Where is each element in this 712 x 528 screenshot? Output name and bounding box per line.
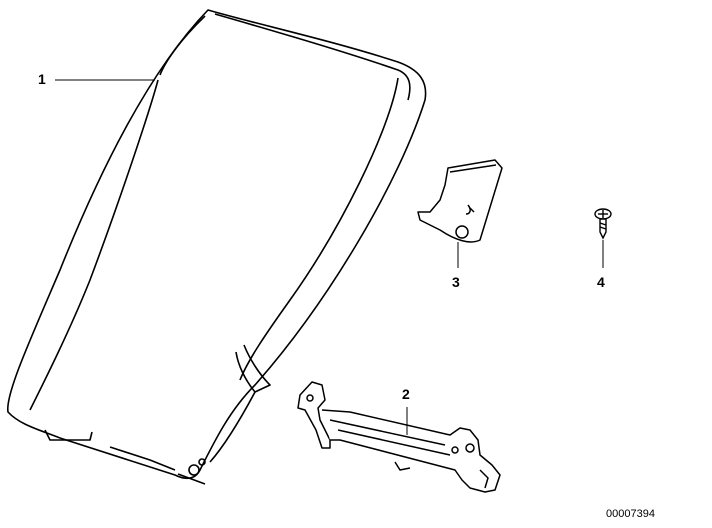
part-2-bracket [297,381,501,493]
callout-4: 4 [597,274,605,290]
part-1-armrest-cover [6,9,427,485]
drawing-number: 00007394 [606,508,655,520]
callout-3: 3 [452,274,460,290]
callout-2: 2 [402,386,410,402]
callout-1: 1 [38,71,46,87]
part-3-clip-plate [417,159,503,243]
part-4-screw [594,208,612,240]
